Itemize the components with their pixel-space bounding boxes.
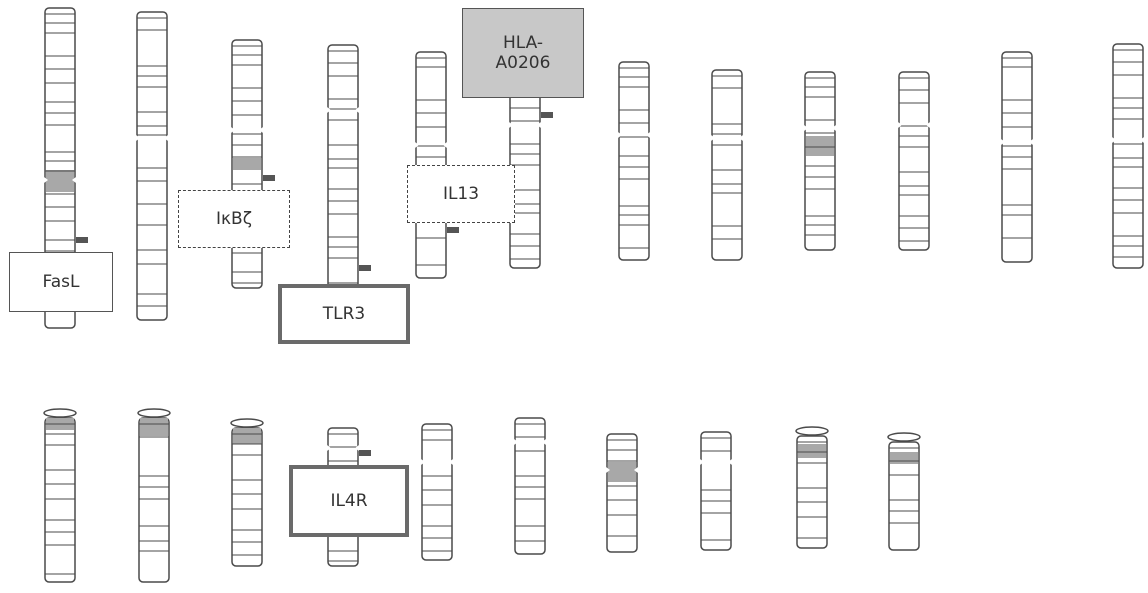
chromosome-body [619,62,649,260]
chromosome-body [1113,44,1143,268]
chr-15 [231,419,263,566]
centromere-band [140,418,168,436]
chromosome-body [607,434,637,552]
centromere-band [233,158,261,170]
gene-label-il13-text: IL13 [443,184,479,204]
chr-22 [888,433,920,550]
gene-label-tlr3-text: TLR3 [323,304,365,324]
gene-label-hla-text: HLA- A0206 [496,33,551,74]
satellite-cap [888,433,920,441]
gene-label-hla: HLA- A0206 [462,8,584,98]
chromosome-body [899,72,929,250]
satellite-cap [231,419,263,427]
chr-21 [796,427,828,548]
centromere-band [46,170,74,192]
chromosome-body [515,418,545,554]
chr-12 [1112,44,1144,268]
centromere-band [890,452,918,464]
chromosome-body [422,424,452,560]
chr-6 [509,90,553,268]
gene-label-il4r-text: IL4R [330,491,367,511]
chr-19 [606,434,638,552]
gene-label-fasl: FasL [9,252,113,312]
gene-marker [76,237,88,243]
satellite-cap [44,409,76,417]
chr-18 [514,418,546,554]
chr-2 [136,12,168,320]
gene-label-il13: IL13 [407,165,515,223]
gene-marker [447,227,459,233]
chr-3 [231,40,275,288]
chr-10 [898,72,930,250]
gene-label-tlr3: TLR3 [278,284,410,344]
chr-9 [804,72,836,250]
centromere-band [806,136,834,156]
chr-13 [44,409,76,582]
centromere-band [608,462,636,482]
chromosome-body [45,418,75,582]
satellite-cap [796,427,828,435]
chr-17 [421,424,453,560]
chr-7 [618,62,650,260]
chromosome-body [137,12,167,320]
chr-14 [138,409,170,582]
chromosome-body [232,428,262,566]
gene-label-il4r: IL4R [289,465,409,537]
gene-marker [263,175,275,181]
chromosome-body [701,432,731,550]
chromosome-body [805,72,835,250]
centromere-band [233,428,261,444]
satellite-cap [138,409,170,417]
chr-20 [700,432,732,550]
chromosome-body [139,418,169,582]
chromosome-body [712,70,742,260]
gene-marker [541,112,553,118]
chr-11 [1001,52,1033,262]
chr-8 [711,70,743,260]
gene-marker [359,450,371,456]
gene-label-ikbz: IκBζ [178,190,290,248]
gene-label-fasl-text: FasL [43,272,80,292]
gene-marker [359,265,371,271]
gene-label-ikbz-text: IκBζ [216,209,252,229]
centromere-band [798,444,826,458]
